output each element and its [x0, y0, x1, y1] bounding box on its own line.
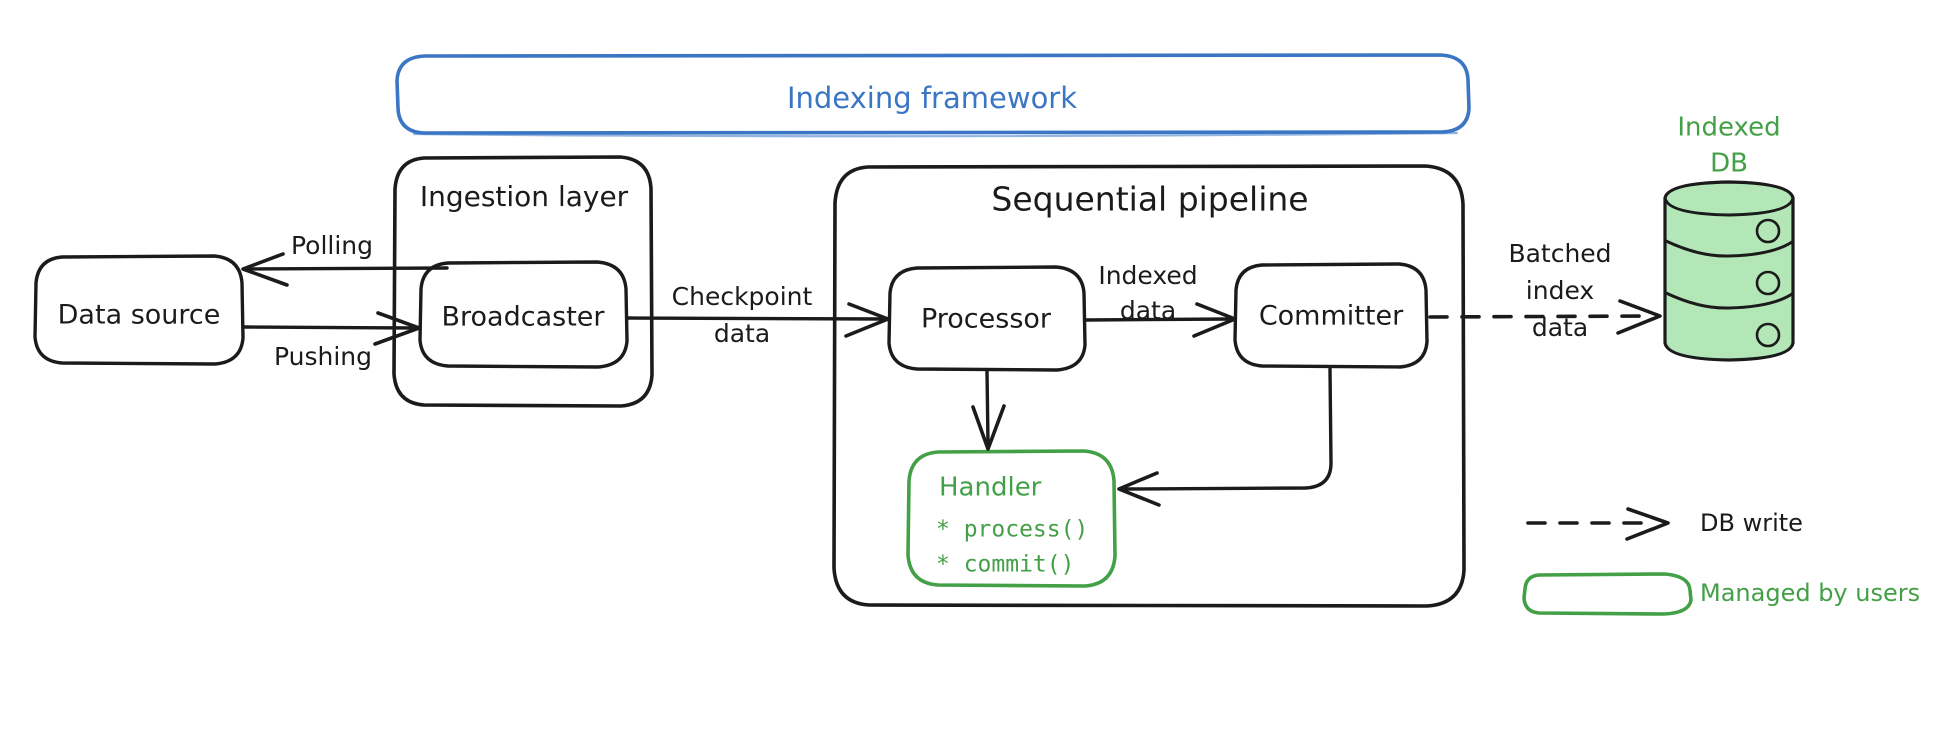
db-indicator-dot-2	[1755, 270, 1781, 296]
node-committer[interactable]: Committer	[1233, 262, 1429, 369]
sequential-pipeline-container: Sequential pipeline	[832, 164, 1466, 608]
ingestion-layer-label: Ingestion layer	[420, 180, 629, 213]
legend-green-box	[1522, 572, 1693, 616]
node-handler[interactable]: Handler * process() * commit()	[906, 449, 1117, 588]
node-broadcaster[interactable]: Broadcaster	[418, 260, 629, 369]
processor-box[interactable]	[887, 265, 1087, 372]
legend-label-db-write: DB write	[1700, 509, 1803, 537]
framework-box-shadow	[412, 131, 1459, 138]
batched-label-line2: index	[1526, 276, 1594, 305]
checkpoint-label-line1: Checkpoint	[672, 282, 813, 311]
pipeline-label: Sequential pipeline	[991, 180, 1308, 219]
indexing-framework-container: Indexing framework	[395, 53, 1471, 138]
pipeline-outline	[832, 164, 1466, 608]
handler-label: Handler	[939, 473, 1042, 503]
legend-item-db-write: DB write	[1526, 507, 1803, 541]
pushing-line	[243, 325, 417, 330]
framework-box-outline	[395, 53, 1471, 135]
db-indicator-dot-3	[1755, 322, 1781, 348]
handler-method-process: * process()	[936, 517, 1088, 543]
pushing-arrowhead	[373, 311, 421, 346]
polling-arrowhead	[241, 252, 289, 287]
committer-box[interactable]	[1233, 262, 1429, 369]
polling-line	[245, 266, 449, 271]
edge-indexed-data: Indexed data	[1084, 261, 1237, 338]
broadcaster-box[interactable]	[418, 260, 629, 369]
processor-handler-line	[985, 369, 990, 445]
batched-arrowhead	[1616, 299, 1662, 335]
broadcaster-label: Broadcaster	[442, 302, 606, 333]
edge-polling: Polling	[241, 231, 449, 287]
committer-label: Committer	[1259, 301, 1404, 332]
node-processor[interactable]: Processor	[887, 265, 1087, 372]
db-label-line2: DB	[1710, 149, 1748, 179]
handler-box[interactable]	[906, 449, 1117, 588]
batched-label-line1: Batched	[1508, 239, 1611, 268]
edge-batched-index-data: Batched index data	[1428, 239, 1662, 342]
data-source-label: Data source	[58, 300, 221, 331]
indexed-line	[1084, 317, 1233, 322]
checkpoint-label-line2: data	[714, 319, 770, 348]
ingestion-layer-container: Ingestion layer	[392, 155, 654, 408]
edge-pushing: Pushing	[243, 311, 421, 371]
committer-handler-line	[1122, 367, 1333, 491]
node-indexed-db[interactable]: Indexed DB	[1663, 113, 1795, 362]
data-source-box[interactable]	[33, 254, 245, 366]
batched-dashed-line	[1428, 314, 1654, 319]
handler-method-commit: * commit()	[936, 552, 1074, 578]
edge-checkpoint-data: Checkpoint data	[626, 282, 890, 348]
checkpoint-line	[626, 316, 886, 321]
edge-processor-to-handler	[971, 369, 1006, 451]
db-label-line1: Indexed	[1677, 113, 1780, 143]
db-top-ellipse	[1663, 196, 1795, 217]
checkpoint-arrowhead	[844, 302, 890, 338]
legend: DB write Managed by users	[1522, 507, 1920, 616]
indexed-label-line2: data	[1120, 296, 1176, 325]
legend-item-managed-by-users: Managed by users	[1522, 572, 1920, 616]
legend-label-managed-by-users: Managed by users	[1700, 579, 1920, 607]
committer-handler-arrowhead	[1117, 471, 1161, 507]
node-data-source[interactable]: Data source	[33, 254, 245, 366]
framework-label: Indexing framework	[787, 81, 1077, 115]
processor-handler-arrowhead	[971, 404, 1006, 451]
indexed-arrowhead	[1192, 302, 1237, 338]
db-cylinder-body[interactable]	[1663, 180, 1795, 362]
legend-dashed-arrowhead	[1625, 507, 1670, 541]
processor-label: Processor	[921, 304, 1052, 335]
ingestion-layer-outline	[392, 155, 654, 408]
batched-label-line3: data	[1532, 313, 1588, 342]
indexed-label-line1: Indexed	[1098, 261, 1197, 290]
polling-label: Polling	[291, 231, 373, 260]
pushing-label: Pushing	[274, 342, 372, 371]
edge-committer-to-handler	[1117, 367, 1333, 507]
db-divider-1	[1664, 239, 1794, 258]
db-divider-2	[1664, 291, 1794, 310]
db-indicator-dot-1	[1755, 218, 1781, 244]
